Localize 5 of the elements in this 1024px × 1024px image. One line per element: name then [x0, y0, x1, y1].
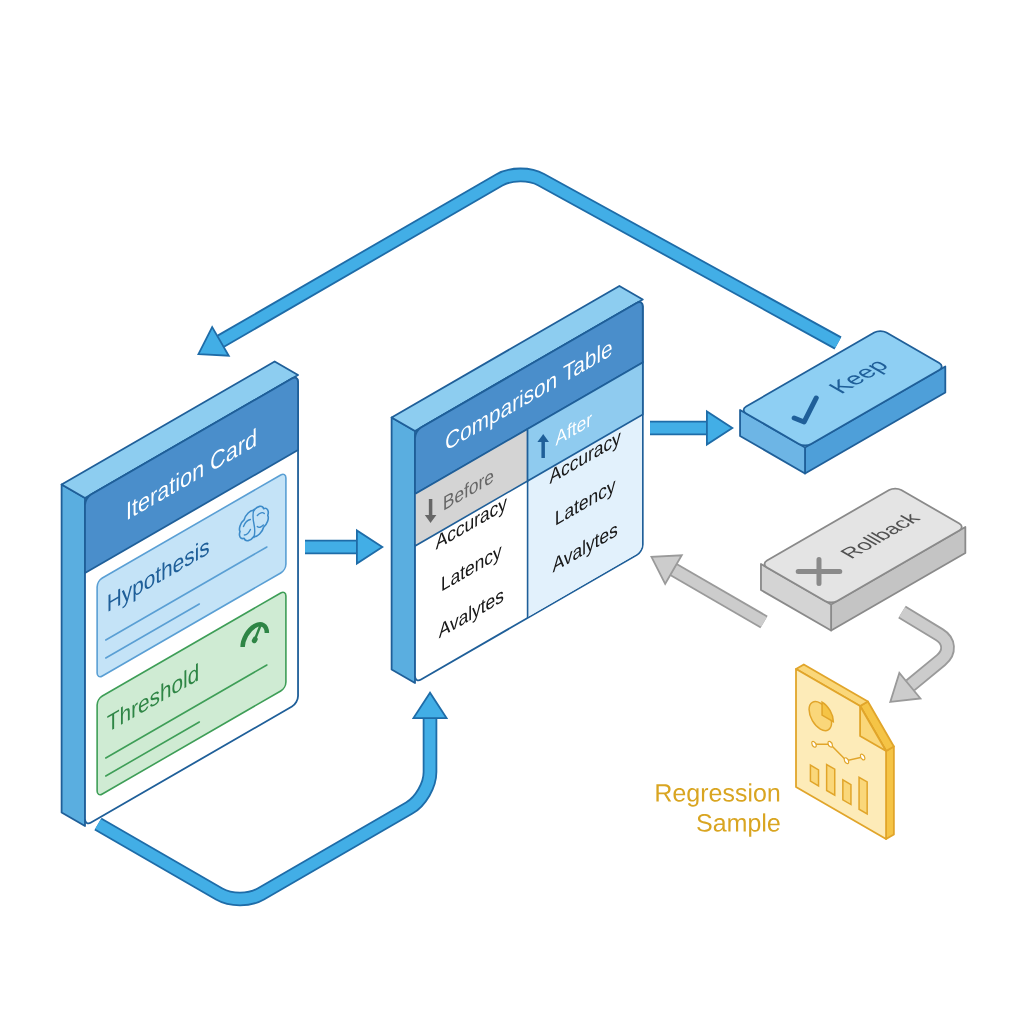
block-arrow	[197, 167, 842, 357]
block-arrow	[889, 605, 955, 703]
block-arrow	[650, 554, 768, 629]
document-label: Regression Sample	[656, 783, 780, 837]
keep-button: Keep	[739, 330, 947, 475]
